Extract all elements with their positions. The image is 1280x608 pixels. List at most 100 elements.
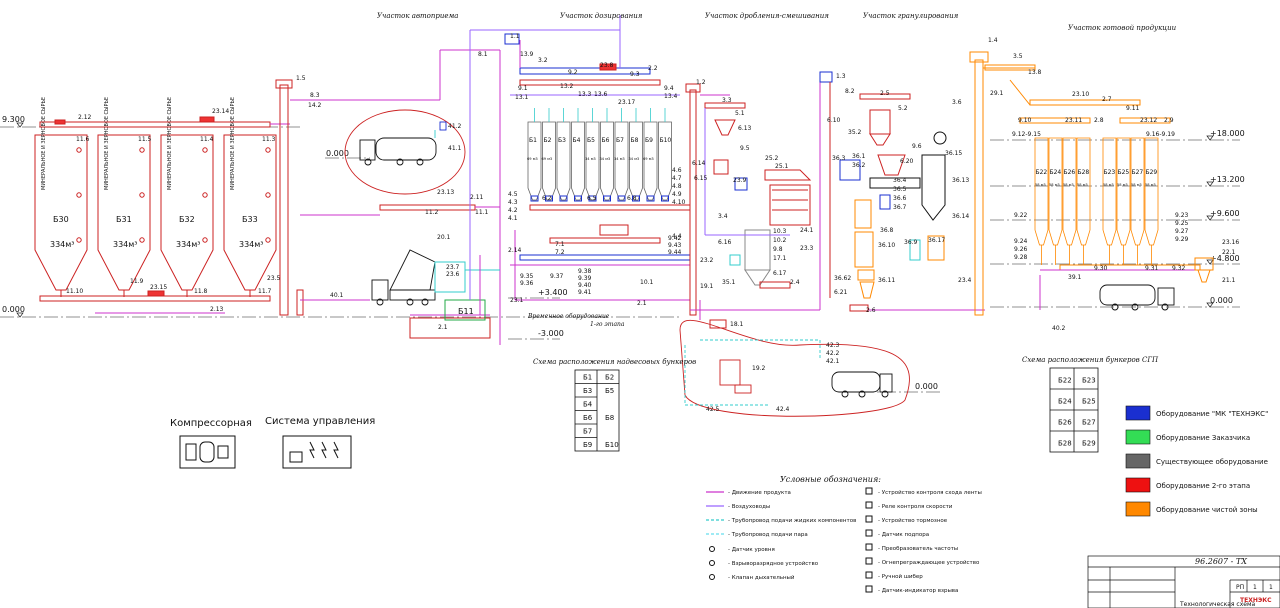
equipment-label: 9.10	[1018, 117, 1032, 124]
equipment-label: 8.2	[845, 88, 855, 95]
grinding-equipment	[685, 80, 821, 329]
equipment-label: 13.4	[664, 93, 678, 100]
color-legend-label: Оборудование чистой зоны	[1156, 506, 1258, 514]
equipment-label: 6.15	[694, 175, 708, 182]
equipment-label: 9.35	[520, 273, 534, 280]
equipment-label: 20.1	[437, 234, 451, 241]
stamp-stage: РП	[1236, 584, 1244, 591]
equipment-label: 2.5	[880, 90, 890, 97]
silo-level-sensor	[139, 237, 145, 243]
silo	[223, 134, 277, 291]
equipment-label: 23.9	[733, 177, 747, 184]
equipment-label: 23.12	[1140, 117, 1157, 124]
equipment-label: 11.5	[138, 136, 152, 143]
bin-feeder	[545, 195, 553, 202]
level-0-truck: 0.000	[326, 149, 349, 158]
equipment-label: 6.17	[773, 270, 787, 277]
equipment-label: 9.5	[740, 145, 750, 152]
silo-level-sensor	[76, 237, 82, 243]
equipment-label: 6.8	[627, 195, 637, 202]
equipment-label: 10.1	[640, 279, 654, 286]
silo	[160, 134, 214, 291]
legend-symbol-label: - Огнепреграждающее устройство	[878, 559, 980, 566]
dosing-bin-id: Б8	[631, 137, 639, 144]
tanker-truck-1	[359, 121, 447, 166]
equipment-label: 1.1	[510, 33, 520, 40]
storage-silos: МИНЕРАЛЬНОЕ И ЗЕРНОВОЕ СЫРЬЕБ30334м³МИНЕ…	[34, 97, 277, 297]
equipment-label: 9.27	[1175, 228, 1189, 235]
control-system-label: Система управления	[265, 416, 375, 427]
equipment-label: 9.11	[1126, 105, 1140, 112]
fp-bin-volume: 58 м3	[1145, 183, 1156, 187]
silo-level-sensor	[265, 192, 271, 198]
equipment-label: 40.1	[330, 292, 344, 299]
level-0-left: 0.000	[2, 305, 25, 314]
fp-bin-id: Б28	[1078, 169, 1090, 176]
equipment-label: 13.9	[520, 51, 534, 58]
equipment-label: 29.1	[990, 90, 1004, 97]
equipment-label: 25.1	[775, 163, 789, 170]
equipment-label: 2.11	[470, 194, 484, 201]
level-4800: +4.800	[1210, 254, 1240, 263]
bin-feeder	[588, 195, 597, 202]
table-cell: Б29	[1082, 440, 1096, 448]
silo-bottom-conveyor	[39, 290, 271, 314]
equipment-label: 4.6	[672, 167, 682, 174]
color-swatch	[1125, 429, 1151, 445]
equipment-label: 2.9	[1164, 117, 1174, 124]
silo-volume: 334м³	[50, 240, 75, 249]
equipment-label: 36.15	[945, 150, 962, 157]
equipment-label: 8.1	[478, 51, 488, 58]
dosing-bin-id: Б2	[544, 137, 552, 144]
equipment-label: 23.17	[618, 99, 635, 106]
legend-line-label: - Трубопровод подачи жидких компонентов	[728, 518, 856, 524]
equipment-label: 21.1	[1222, 277, 1236, 284]
equipment-label: 36.14	[952, 213, 969, 220]
equipment-label: 9.23	[1175, 212, 1189, 219]
equipment-label: 23.7	[446, 264, 460, 271]
equipment-label: 9.37	[550, 273, 564, 280]
equipment-label: 2.14	[508, 247, 522, 254]
equipment-label: 2.6	[866, 307, 876, 314]
dosing-feed	[469, 15, 680, 300]
bin-feeder	[603, 195, 611, 202]
equipment-label: 9.4	[664, 85, 674, 92]
table-cell: Б28	[1058, 440, 1072, 448]
equipment-label: 1.4	[988, 37, 998, 44]
equipment-label: 40.2	[1052, 325, 1066, 332]
equipment-label: 9.44	[668, 249, 682, 256]
dump-truck	[371, 249, 436, 306]
equipment-label: 23.10	[1072, 91, 1089, 98]
dosing-bin-id: Б5	[587, 137, 595, 144]
color-legend-label: Существующее оборудование	[1156, 458, 1268, 466]
equipment-label: 11.6	[76, 136, 90, 143]
equipment-label: 2.12	[78, 114, 92, 121]
equipment-label: 9.3	[630, 71, 640, 78]
level-3400: +3.400	[538, 288, 568, 297]
table-cell: Б25	[1082, 398, 1096, 406]
equipment-label: 11.3	[262, 136, 276, 143]
legend-symbol-label: - Ручной шибер	[878, 573, 923, 580]
equipment-label: 11.2	[425, 209, 439, 216]
legend-symbol-label: - Датчик уровня	[728, 547, 775, 553]
table-cell: Б8	[605, 414, 614, 422]
equipment-label: 36.7	[893, 204, 907, 211]
legend-line-label: - Трубопровод подачи пара	[728, 532, 808, 538]
equipment-label: 1.3	[836, 73, 846, 80]
equipment-label: 4.8	[672, 183, 682, 190]
equipment-label: 42.3	[826, 342, 840, 349]
equipment-label: 4.7	[672, 175, 682, 182]
dosing-scales	[510, 204, 691, 301]
equipment-label: 17.1	[773, 255, 787, 262]
color-swatch	[1125, 453, 1151, 469]
equipment-label: 36.9	[904, 239, 918, 246]
legend-symbol-label: - Устройство тормозное	[878, 517, 948, 524]
legend-line-label: - Воздуховоды	[728, 504, 770, 510]
dosing-bin	[542, 121, 556, 201]
main-elevator	[969, 51, 1171, 316]
equipment-label: 9.26	[1014, 246, 1028, 253]
equipment-label: 39.1	[1068, 274, 1082, 281]
